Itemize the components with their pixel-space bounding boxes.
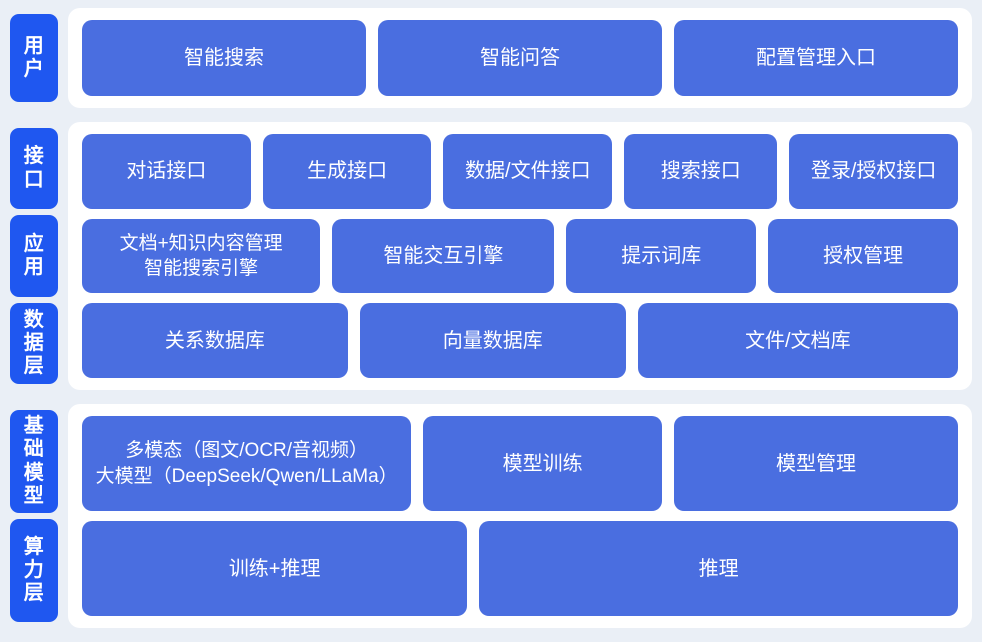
layer-tab-char: 层 [23, 354, 45, 377]
node-model-management[interactable]: 模型管理 [674, 416, 958, 511]
node-search-api[interactable]: 搜索接口 [624, 134, 778, 209]
node-file-document-store[interactable]: 文件/文档库 [637, 303, 958, 379]
layer-tab-char: 力 [23, 558, 45, 581]
row-user-entry: 智能搜索 智能问答 配置管理入口 [82, 20, 958, 96]
layer-tab-char: 型 [23, 484, 45, 507]
section-user: 用 户 智能搜索 智能问答 配置管理入口 [10, 8, 972, 108]
layer-tab-compute[interactable]: 算 力 层 [10, 519, 58, 622]
layer-tab-foundation-model[interactable]: 基 础 模 型 [10, 410, 58, 513]
layer-tab-char: 用 [23, 255, 45, 278]
node-generation-api[interactable]: 生成接口 [262, 134, 432, 209]
node-smart-qa[interactable]: 智能问答 [378, 20, 662, 96]
node-model-training[interactable]: 模型训练 [423, 416, 662, 511]
layer-tab-char: 模 [23, 461, 45, 484]
layer-tab-char: 础 [23, 438, 45, 461]
row-interface: 对话接口 生成接口 数据/文件接口 搜索接口 登录/授权接口 [82, 134, 958, 209]
node-relational-database[interactable]: 关系数据库 [82, 303, 348, 379]
panel-infrastructure: 多模态（图文/OCR/音视频） 大模型（DeepSeek/Qwen/LLaMa）… [68, 404, 972, 628]
layer-tab-char: 基 [23, 415, 45, 438]
node-smart-search[interactable]: 智能搜索 [82, 20, 366, 96]
node-smart-interaction-engine[interactable]: 智能交互引擎 [332, 218, 555, 294]
layer-tab-char: 口 [23, 168, 45, 191]
row-model: 多模态（图文/OCR/音视频） 大模型（DeepSeek/Qwen/LLaMa）… [82, 416, 958, 511]
layer-tab-char: 数 [23, 308, 45, 331]
row-data: 关系数据库 向量数据库 文件/文档库 [82, 303, 958, 379]
row-compute: 训练+推理 推理 [82, 521, 958, 616]
panel-user: 智能搜索 智能问答 配置管理入口 [68, 8, 972, 108]
layer-tab-column-infrastructure: 基 础 模 型 算 力 层 [10, 404, 58, 628]
layer-tab-char: 层 [23, 582, 45, 605]
row-application: 文档+知识内容管理 智能搜索引擎 智能交互引擎 提示词库 授权管理 [82, 218, 958, 294]
node-config-management-entry[interactable]: 配置管理入口 [674, 20, 958, 96]
layer-tab-column-user: 用 户 [10, 8, 58, 108]
layer-tab-char: 接 [23, 145, 45, 168]
layer-tab-char: 应 [23, 232, 45, 255]
node-dialog-api[interactable]: 对话接口 [82, 134, 251, 209]
node-data-file-api[interactable]: 数据/文件接口 [443, 134, 613, 209]
section-infrastructure: 基 础 模 型 算 力 层 多模态（图文/OCR/音视频） 大模型（DeepSe… [10, 404, 972, 628]
panel-platform: 对话接口 生成接口 数据/文件接口 搜索接口 登录/授权接口 文档+知识内容管理… [68, 122, 972, 390]
layer-tab-char: 用 [23, 34, 45, 57]
node-multimodal-large-model[interactable]: 多模态（图文/OCR/音视频） 大模型（DeepSeek/Qwen/LLaMa） [82, 416, 412, 511]
layer-tab-data[interactable]: 数 据 层 [10, 302, 58, 384]
node-login-auth-api[interactable]: 登录/授权接口 [789, 134, 958, 209]
section-platform: 接 口 应 用 数 据 层 对话接口 生成接口 数据/文件接口 搜索接口 登录/… [10, 122, 972, 390]
layer-tab-char: 据 [23, 331, 45, 354]
node-authorization-management[interactable]: 授权管理 [768, 218, 958, 294]
layer-tab-user[interactable]: 用 户 [10, 14, 58, 102]
layer-tab-char: 算 [23, 535, 45, 558]
node-prompt-library[interactable]: 提示词库 [566, 218, 757, 294]
layer-tab-interface[interactable]: 接 口 [10, 128, 58, 210]
layer-tab-column-platform: 接 口 应 用 数 据 层 [10, 122, 58, 390]
layer-tab-application[interactable]: 应 用 [10, 215, 58, 297]
node-inference[interactable]: 推理 [479, 521, 958, 616]
node-document-knowledge-management[interactable]: 文档+知识内容管理 智能搜索引擎 [82, 218, 321, 294]
node-vector-database[interactable]: 向量数据库 [359, 303, 626, 379]
layer-tab-char: 户 [23, 58, 45, 80]
node-training-and-inference[interactable]: 训练+推理 [82, 521, 468, 616]
